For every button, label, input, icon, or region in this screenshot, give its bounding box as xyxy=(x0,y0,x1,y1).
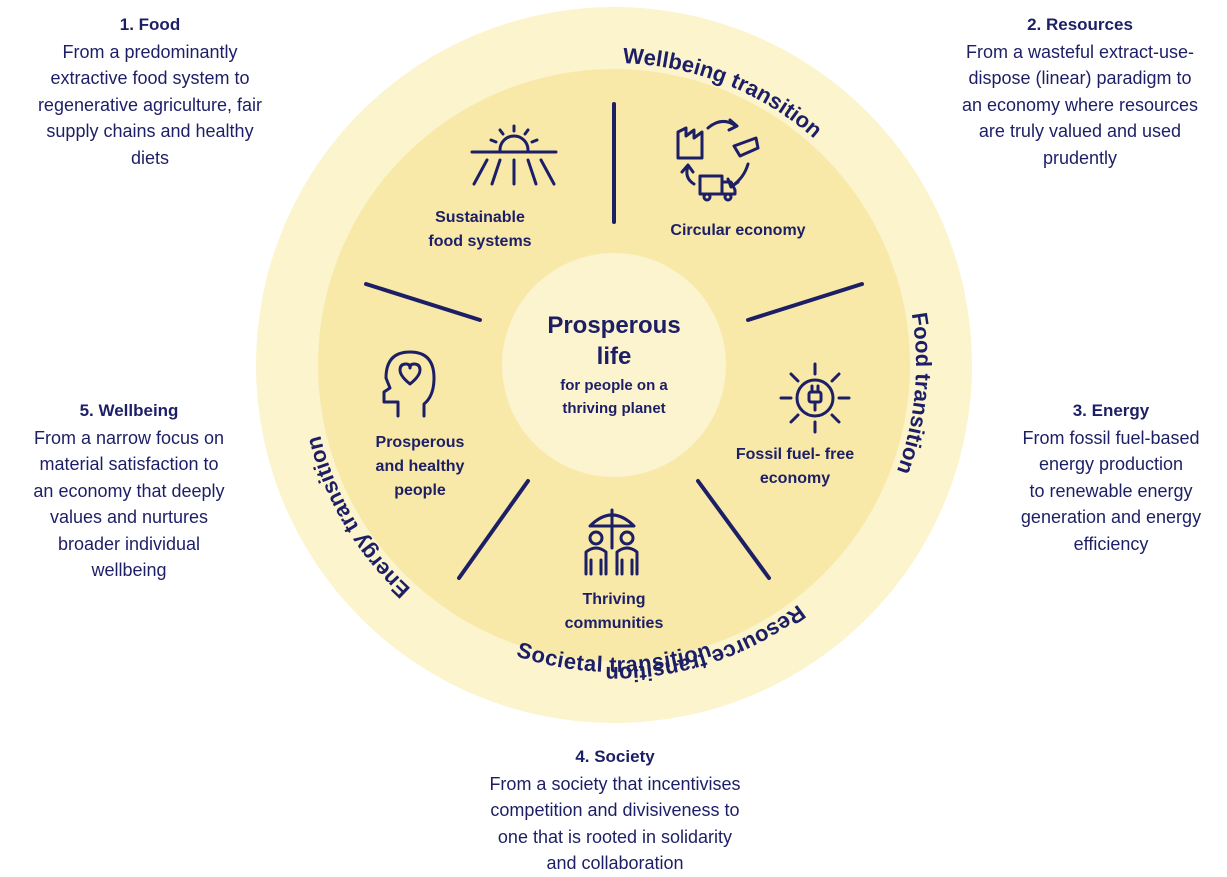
description-society: 4. Society From a society that incentivi… xyxy=(455,744,775,877)
plug-sun-icon xyxy=(779,362,851,434)
description-food-line: extractive food system to xyxy=(50,68,250,88)
description-society-heading: 4. Society xyxy=(575,747,655,766)
description-resources-heading: 2. Resources xyxy=(1027,15,1133,34)
description-wellbeing-line: values and nurtures xyxy=(49,507,209,527)
head-heart-icon xyxy=(382,350,436,418)
segment-label-people-line: Prosperous xyxy=(376,434,465,451)
description-energy-line: efficiency xyxy=(1073,533,1149,554)
description-society-line: one that is rooted in solidarity xyxy=(497,826,733,847)
description-society-line: competition and divisiveness to xyxy=(490,800,740,820)
description-energy-line: generation and energy xyxy=(1020,507,1202,527)
segment-label-communities-line: communities xyxy=(565,615,664,632)
segment-label-people-line: and healthy xyxy=(376,458,465,475)
segment-label-food-line: food systems xyxy=(428,233,531,250)
description-society-line: From a society that incentivises xyxy=(489,773,741,794)
description-resources-line: dispose (linear) paradigm to xyxy=(968,68,1192,88)
segment-label-circular: Circular economy xyxy=(670,222,805,239)
description-society-line: and collaboration xyxy=(546,853,684,873)
center-title-line: life xyxy=(597,343,632,370)
segment-label-people-line: people xyxy=(394,482,446,499)
center-title-line: Prosperous xyxy=(547,312,680,339)
description-resources-line: From a wasteful extract-use- xyxy=(965,41,1195,62)
description-wellbeing-heading: 5. Wellbeing xyxy=(79,401,179,420)
description-resources-line: are truly valued and used xyxy=(978,121,1182,141)
description-food-heading: 1. Food xyxy=(119,15,181,34)
divider-line xyxy=(746,282,864,322)
center-subtitle-line: thriving planet xyxy=(562,400,665,417)
description-resources-line: an economy where resources xyxy=(961,94,1199,115)
segment-label-communities-line: Thriving xyxy=(582,591,645,608)
description-food-line: regenerative agriculture, fair xyxy=(37,94,263,115)
divider-line xyxy=(457,479,530,580)
description-wellbeing-line: From a narrow focus on xyxy=(33,427,225,448)
segment-label-food-line: Sustainable xyxy=(435,209,525,226)
divider-line xyxy=(696,479,771,580)
description-wellbeing-line: an economy that deeply xyxy=(33,480,225,501)
description-food-line: diets xyxy=(130,147,170,168)
description-resources-line: prudently xyxy=(1042,147,1118,168)
description-wellbeing-line: wellbeing xyxy=(91,560,167,580)
description-food-line: From a predominantly xyxy=(62,41,238,62)
divider-line xyxy=(364,282,482,322)
segment-label-energy-line: Fossil fuel- free xyxy=(736,446,854,463)
description-energy-line: to renewable energy xyxy=(1029,480,1193,501)
center-subtitle-line: for people on a xyxy=(560,377,668,394)
description-wellbeing-line: material satisfaction to xyxy=(39,454,219,474)
description-energy: 3. Energy From fossil fuel-based energy … xyxy=(1000,398,1222,557)
description-energy-line: From fossil fuel-based xyxy=(1022,427,1200,448)
center-disc xyxy=(502,253,726,477)
recycling-loop-icon xyxy=(676,118,760,202)
segment-label-energy-line: economy xyxy=(760,470,830,487)
description-food-line: supply chains and healthy xyxy=(46,121,254,141)
description-energy-line: energy production xyxy=(1038,454,1184,474)
description-wellbeing-line: broader individual xyxy=(57,533,201,554)
description-energy-heading: 3. Energy xyxy=(1072,401,1150,420)
sunrise-field-icon xyxy=(470,124,558,186)
people-umbrella-icon xyxy=(584,508,639,576)
description-food: 1. Food From a predominantly extractive … xyxy=(20,12,280,171)
description-resources: 2. Resources From a wasteful extract-use… xyxy=(940,12,1220,171)
description-wellbeing: 5. Wellbeing From a narrow focus on mate… xyxy=(8,398,250,584)
